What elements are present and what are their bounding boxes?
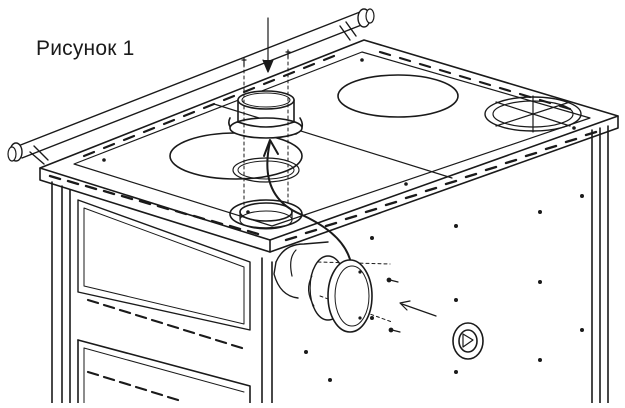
towel-rail: [7, 8, 375, 165]
flue-opening-top: [229, 157, 303, 230]
flue-collar: [228, 90, 304, 139]
figure-caption: Рисунок 1: [36, 37, 135, 60]
insert-arrow-top: [262, 17, 274, 73]
control-knob: [452, 322, 484, 360]
stove-body: [51, 125, 609, 404]
cooktop-plate: [39, 39, 619, 253]
cover-disk: [327, 259, 373, 333]
cover-screws: [386, 277, 401, 333]
insert-arrow-side: [399, 300, 437, 317]
